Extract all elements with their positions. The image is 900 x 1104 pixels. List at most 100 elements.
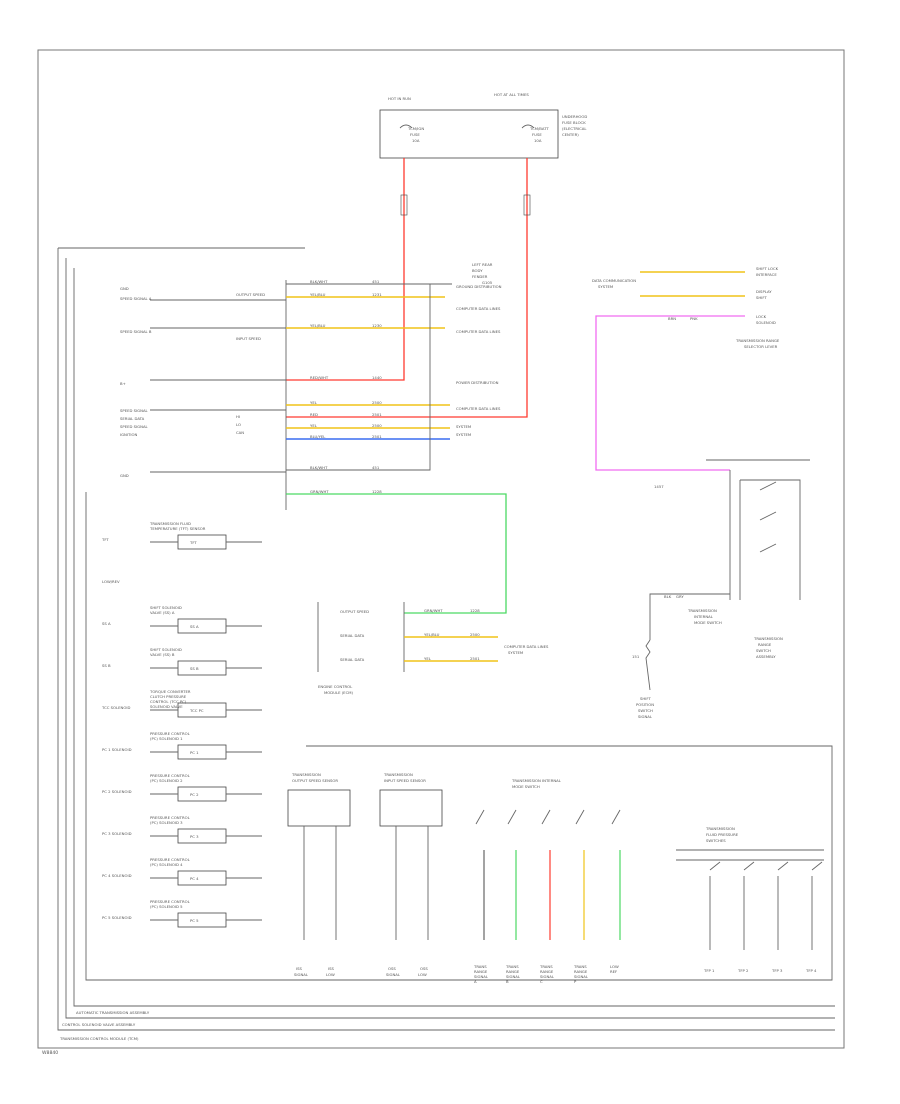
- component-symbol: [177, 660, 227, 676]
- component-side-label: TFT: [101, 537, 109, 542]
- internal-switch-contact: [541, 809, 551, 825]
- tcm-pin-label: SERIAL DATA: [120, 416, 145, 421]
- fuse-right-0: TCM/BATT: [529, 126, 549, 131]
- internal-switch-pin: RANGE: [574, 969, 588, 974]
- ecm-ref-1: SYSTEM: [508, 650, 523, 655]
- speed-sensor-label: TRANSMISSION: [291, 772, 321, 777]
- wire-grey-switch: [649, 593, 730, 640]
- speed-sensor-leg: SIGNAL: [386, 972, 401, 977]
- component-side-label: LOW/REV: [102, 579, 120, 584]
- internal-switch-pin: RANGE: [474, 969, 488, 974]
- internal-switch-contacts: [759, 481, 777, 553]
- ref-label: POWER DISTRIBUTION: [456, 380, 499, 385]
- fuse-elements: [399, 124, 535, 129]
- speed-sensor-label: INPUT SPEED SENSOR: [384, 778, 426, 783]
- fuse-side-3: CENTER): [562, 132, 579, 137]
- internal-switch-pin: TRANS: [573, 964, 587, 969]
- sl-wire-0: BRN: [668, 316, 676, 321]
- component-title: TORQUE CONVERTER: [149, 689, 191, 694]
- pressure-switch-bus: [676, 849, 824, 861]
- wire-circuit: 2500: [372, 400, 382, 405]
- sl-ref-8: TRANSMISSION RANGE: [735, 338, 780, 343]
- pressure-switch-contact: [811, 861, 823, 950]
- component-symbol-text: PC 1: [190, 750, 199, 755]
- sl-wire-1: PNK: [690, 316, 698, 321]
- speed-sensor-leg: LOW: [326, 972, 335, 977]
- component-symbol: [177, 744, 227, 760]
- fuse-side-1: FUSE BLOCK: [562, 120, 586, 125]
- wire-circuit: 2501: [372, 412, 382, 417]
- sp-0: SHIFT: [640, 696, 652, 701]
- component-side-label: SS A: [102, 621, 111, 626]
- tcm-left-leaders: [150, 299, 286, 473]
- sp-1: POSITION: [636, 702, 654, 707]
- component-side-label: PC 5 SOLENOID: [102, 915, 132, 920]
- internal-switch-contact: [611, 809, 621, 825]
- wire-color: YEL/BLU: [310, 323, 326, 328]
- speed-sensor-label: TRANSMISSION: [383, 772, 413, 777]
- component-title: (PC) SOLENOID 5: [150, 904, 183, 909]
- component-side-label: SS B: [102, 663, 111, 668]
- fuse-left-2: 10A: [412, 138, 420, 143]
- fuse-left-0: TCM/IGN: [407, 126, 424, 131]
- wire-circuit: 2501: [372, 434, 382, 439]
- wire-color: RED: [310, 412, 318, 417]
- pressure-switch-title: FLUID PRESSURE: [706, 832, 739, 837]
- fuse-right-2: 10A: [534, 138, 542, 143]
- ref-label: SYSTEM: [456, 424, 471, 429]
- wire-circuit: 1231: [372, 292, 382, 297]
- ecm-pin-wire: YEL: [424, 656, 432, 661]
- tcm-pin-sub: INPUT SPEED: [236, 336, 261, 341]
- component-symbol-text: PC 2: [190, 792, 199, 797]
- component-side-label: PC 2 SOLENOID: [102, 789, 132, 794]
- wire-ground: [286, 283, 452, 471]
- internal-switch-pin: RANGE: [540, 969, 554, 974]
- wire-color: YEL: [310, 400, 318, 405]
- component-title: VALVE (SS) A: [150, 610, 175, 615]
- sl-ref-4: DISPLAY: [756, 289, 772, 294]
- wire-green: [286, 493, 507, 614]
- fuse-left-title: HOT IN RUN: [388, 96, 411, 101]
- internal-switch-pin: TRANS: [505, 964, 519, 969]
- speed-sensor-leg: OSS: [420, 966, 428, 971]
- wire-color: BLU/YEL: [310, 434, 326, 439]
- component-title: CLUTCH PRESSURE: [150, 694, 187, 699]
- frame-tcm-outer: [57, 247, 835, 1031]
- wire-color: YEL/BLU: [310, 292, 326, 297]
- component-title: SHIFT SOLENOID: [150, 647, 182, 652]
- wire-color: RED/WHT: [310, 375, 329, 380]
- wire-shiftlock-yellow: [640, 271, 745, 297]
- component-symbol: [177, 534, 227, 550]
- label-bottom-2: AUTOMATIC TRANSMISSION ASSEMBLY: [76, 1010, 150, 1015]
- g105-1: BODY: [472, 268, 483, 273]
- internal-switch-contact: [507, 809, 517, 825]
- internal-switch-title: TRANSMISSION INTERNAL: [511, 778, 562, 783]
- internal-switch-pin: C: [540, 979, 543, 984]
- pressure-switch-pin: TFP 3: [771, 968, 783, 973]
- pressure-switch-pin: TFP 2: [737, 968, 749, 973]
- sl-ref-5: SHIFT: [756, 295, 768, 300]
- ecm-pin-ckt: 2500: [470, 632, 480, 637]
- ts-label-3: ASSEMBLY: [756, 654, 776, 659]
- component-symbol-text: SS A: [190, 624, 199, 629]
- ecm-label-1: MODULE (ECM): [324, 690, 353, 695]
- internal-switch-pin: SIGNAL: [574, 974, 589, 979]
- ts-label-1: RANGE: [758, 642, 772, 647]
- internal-switch-pin: TRANS: [539, 964, 553, 969]
- component-title: PRESSURE CONTROL: [150, 773, 191, 778]
- ecm-pin-ckt: 1228: [470, 608, 480, 613]
- speed-sensor-leg: ISS: [296, 966, 303, 971]
- g105-0: LEFT REAR: [472, 262, 493, 267]
- wire-color: BLK/WHT: [310, 465, 328, 470]
- label-bottom-0: TRANSMISSION CONTROL MODULE (TCM): [59, 1036, 139, 1041]
- fuse-side-2: (ELECTRICAL: [562, 126, 587, 131]
- component-title: TEMPERATURE (TFT) SENSOR: [149, 526, 206, 531]
- sl-ref-6: LOCK: [756, 314, 767, 319]
- sl-ref-7: SOLENOID: [756, 320, 776, 325]
- ecm-pin-sig: SERIAL DATA: [340, 657, 365, 662]
- internal-switch-pin: SIGNAL: [540, 974, 555, 979]
- internal-switch-pin: P: [574, 979, 577, 984]
